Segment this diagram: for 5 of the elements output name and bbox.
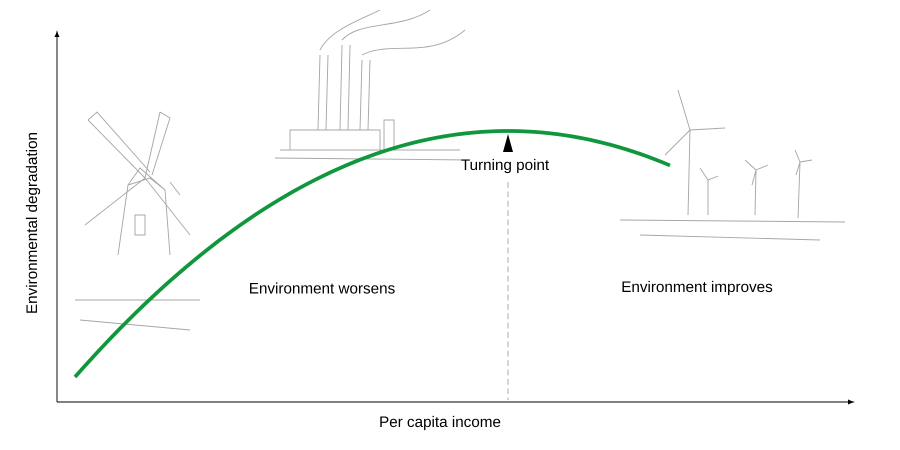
axis-label: Environmental degradation	[26, 133, 40, 313]
region-label: Environment worsens	[250, 282, 395, 294]
annotation-text: Turning point	[461, 158, 550, 174]
region-label: Environment improves	[622, 280, 772, 296]
axis-label: Per capita income	[380, 416, 500, 430]
